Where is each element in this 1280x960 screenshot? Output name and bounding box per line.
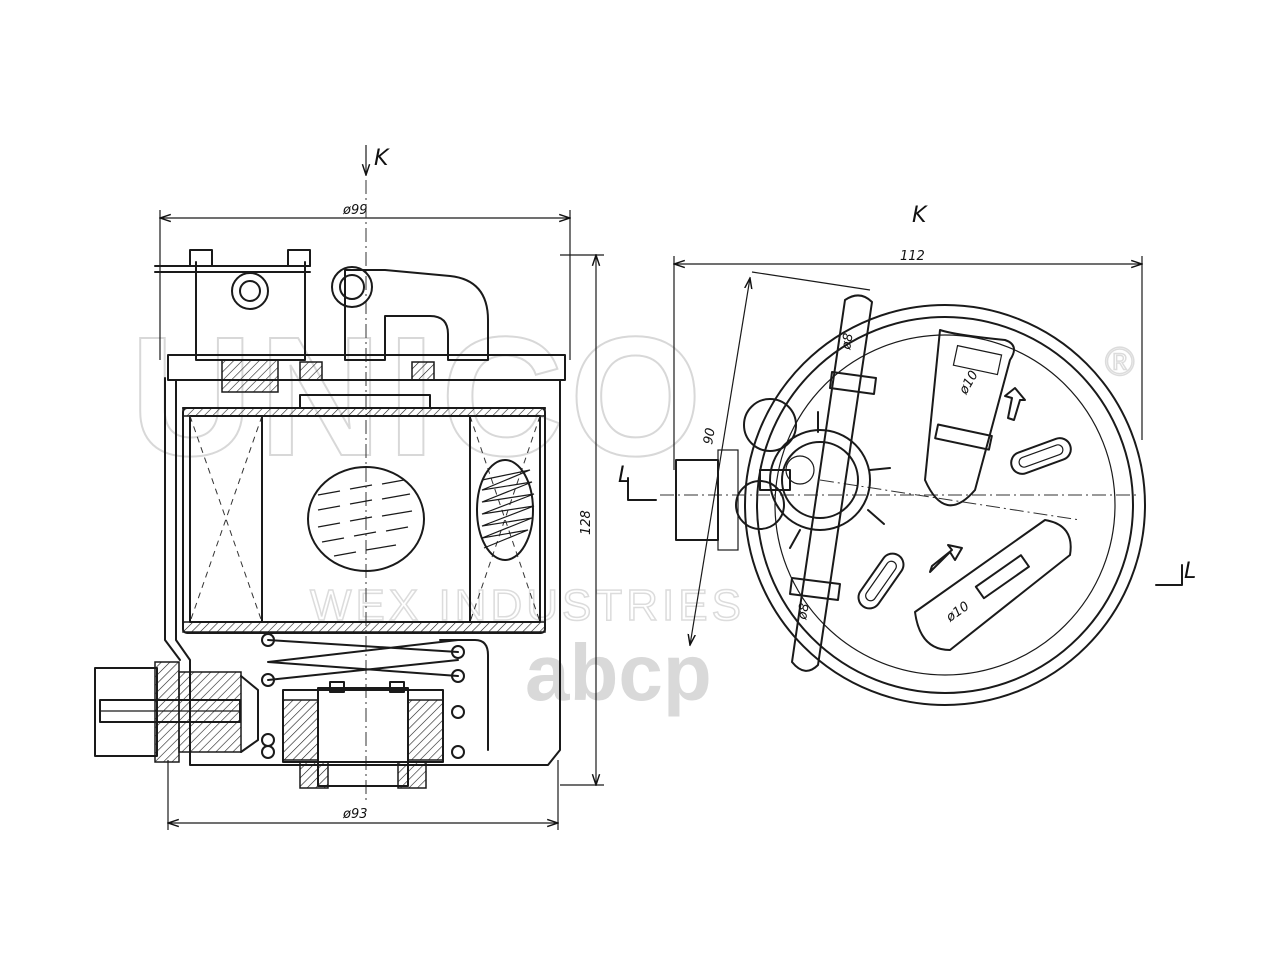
core-perforation-cutaway — [307, 466, 425, 572]
drain-valve — [282, 681, 444, 789]
outlet-port-lower: ø10 — [914, 519, 1072, 651]
spring — [261, 633, 465, 759]
dim-base-diameter: ø93 — [342, 807, 368, 822]
view-label-top: K — [374, 146, 390, 171]
dim-port-upper: ø10 — [956, 368, 982, 398]
slot-right — [1010, 437, 1072, 475]
dim-height: 128 — [579, 510, 594, 535]
dim-pipe-lower: ø8 — [795, 602, 813, 622]
slot-left — [857, 552, 905, 610]
top-port — [231, 272, 269, 310]
dim-port-lower: ø10 — [943, 599, 972, 626]
dim-outer-diameter: ø99 — [342, 203, 368, 218]
dim-plan-width: 112 — [900, 249, 925, 264]
clamp-hub — [735, 398, 891, 549]
fuel-pipe: ø8 ø8 — [789, 294, 877, 672]
outlet-elbow — [344, 269, 489, 361]
dim-pipe-upper: ø8 — [839, 332, 857, 352]
media-cutaway — [476, 459, 534, 561]
filter-lid — [167, 354, 566, 381]
watermark-shop-logo: abcp — [525, 628, 712, 717]
dim-bracket-length: 90 — [701, 427, 719, 446]
section-mark-left: L — [618, 463, 630, 488]
section-mark-right: L — [1184, 559, 1196, 584]
section-view: K ø99 128 ø93 — [94, 145, 604, 830]
watermark: UNICO ® WEX INDUSTRIES abcp — [129, 301, 1135, 717]
watermark-brand: UNICO — [130, 302, 708, 492]
water-sensor-connector — [94, 661, 259, 763]
inlet-port-upper: ø10 — [924, 329, 1026, 507]
view-label-right: K — [912, 203, 928, 228]
watermark-registered-mark: ® — [1105, 340, 1134, 384]
